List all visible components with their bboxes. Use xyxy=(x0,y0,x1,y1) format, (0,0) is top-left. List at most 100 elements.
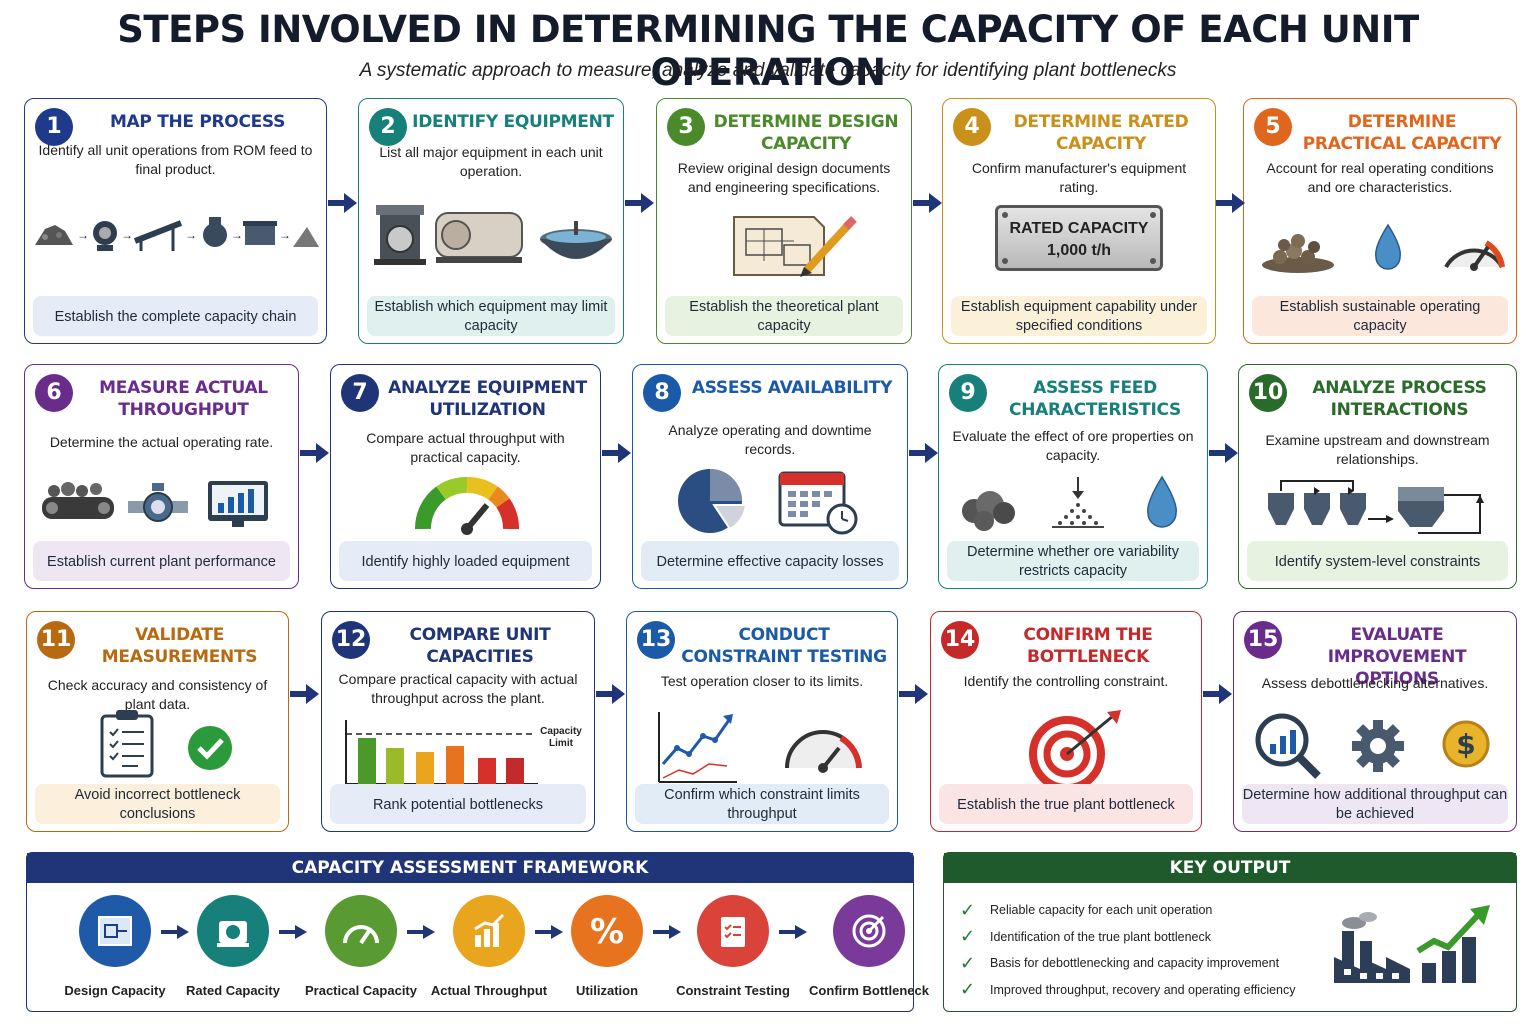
motor-icon xyxy=(197,895,269,967)
framework-item-label: Actual Throughput xyxy=(430,983,548,998)
step-number-badge: 3 xyxy=(667,108,705,146)
flow-arrow-icon xyxy=(913,193,942,213)
page-title: STEPS INVOLVED IN DETERMINING THE CAPACI… xyxy=(117,8,1419,94)
step-number-badge: 14 xyxy=(941,621,979,659)
step-number-badge: 11 xyxy=(37,621,75,659)
framework-item: Practical Capacity xyxy=(301,895,421,998)
step-description: Compare actual throughput with practical… xyxy=(366,430,565,465)
step-number-badge: 5 xyxy=(1254,108,1292,146)
key-output-item: ✓Reliable capacity for each unit operati… xyxy=(960,899,1213,920)
step-title: EVALUATE IMPROVEMENT OPTIONS xyxy=(1327,625,1467,689)
step-title: COMPARE UNIT CAPACITIES xyxy=(409,625,551,667)
key-output-title: KEY OUTPUT xyxy=(944,853,1516,883)
flow-arrow-icon xyxy=(625,193,654,213)
svg-text:$: $ xyxy=(1456,728,1475,761)
conveyor-meter-monitor-icon xyxy=(31,473,292,538)
framework-item: % Utilization xyxy=(547,895,667,998)
step-card-15: 15 EVALUATE IMPROVEMENT OPTIONS Assess d… xyxy=(1233,611,1517,832)
step-card-3: 3 DETERMINE DESIGN CAPACITY Review origi… xyxy=(656,98,912,344)
step-card-11: 11 VALIDATE MEASUREMENTS Check accuracy … xyxy=(26,611,289,832)
step-outcome: Establish equipment capability under spe… xyxy=(951,296,1207,336)
improvement-options-icon: $ xyxy=(1240,708,1510,789)
feed-properties-icon xyxy=(945,471,1201,540)
step-card-10: 10 ANALYZE PROCESS INTERACTIONS Examine … xyxy=(1238,364,1517,589)
blueprint-icon xyxy=(79,895,151,967)
process-interaction-icon xyxy=(1245,473,1510,548)
framework-item: Rated Capacity xyxy=(173,895,293,998)
key-output-item: ✓Identification of the true plant bottle… xyxy=(960,926,1211,947)
step-card-8: 8 ASSESS AVAILABILITY Analyze operating … xyxy=(632,364,908,589)
clipboard-icon xyxy=(697,895,769,967)
check-icon: ✓ xyxy=(960,979,976,1000)
svg-text:%: % xyxy=(590,912,624,951)
flow-arrow-icon xyxy=(899,684,928,704)
key-output-item: ✓Basis for debottlenecking and capacity … xyxy=(960,952,1280,973)
step-description: Compare practical capacity with actual t… xyxy=(338,671,578,706)
blueprint-pencil-icon xyxy=(663,211,905,286)
step-description: Confirm manufacturer's equipment rating. xyxy=(971,160,1187,195)
pie-calendar-icon xyxy=(639,465,901,540)
page-subtitle: A systematic approach to measure, analyz… xyxy=(359,60,1177,81)
step-card-2: 2 IDENTIFY EQUIPMENT List all major equi… xyxy=(358,98,624,344)
svg-text:→: → xyxy=(121,228,133,242)
step-description: Examine upstream and downstream relation… xyxy=(1265,432,1490,467)
plate-title: RATED CAPACITY xyxy=(1009,220,1149,237)
flow-arrow-icon xyxy=(1203,684,1232,704)
framework-item: Confirm Bottleneck xyxy=(809,895,929,998)
step-outcome: Establish the theoretical plant capacity xyxy=(665,296,903,336)
step-card-4: 4 DETERMINE RATED CAPACITY Confirm manuf… xyxy=(942,98,1216,344)
step-description: List all major equipment in each unit op… xyxy=(379,144,603,179)
step-number-badge: 13 xyxy=(637,621,675,659)
framework-item-label: Practical Capacity xyxy=(304,983,417,998)
step-title: MEASURE ACTUAL THROUGHPUT xyxy=(99,378,268,420)
step-outcome: Establish sustainable operating capacity xyxy=(1252,296,1508,336)
step-description: Identify all unit operations from ROM fe… xyxy=(38,142,313,177)
step-number-badge: 4 xyxy=(953,108,991,146)
step-number-badge: 6 xyxy=(35,374,73,412)
key-output-item: ✓Improved throughput, recovery and opera… xyxy=(960,979,1296,1000)
step-title: CONFIRM THE BOTTLENECK xyxy=(1023,625,1153,667)
gauge-icon xyxy=(325,895,397,967)
framework-item-label: Design Capacity xyxy=(64,983,166,998)
framework-item-label: Rated Capacity xyxy=(186,983,280,998)
step-outcome: Identify highly loaded equipment xyxy=(339,541,592,581)
step-card-6: 6 MEASURE ACTUAL THROUGHPUT Determine th… xyxy=(24,364,299,589)
flow-arrow-icon xyxy=(779,925,807,939)
flow-arrow-icon xyxy=(300,443,329,463)
flow-arrow-icon xyxy=(596,684,625,704)
flow-arrow-icon xyxy=(407,925,435,939)
step-outcome: Establish which equipment may limit capa… xyxy=(367,296,615,336)
step-outcome: Establish current plant performance xyxy=(33,541,290,581)
key-output-panel: KEY OUTPUT ✓Reliable capacity for each u… xyxy=(943,852,1517,1012)
step-outcome: Determine whether ore variability restri… xyxy=(947,541,1199,581)
framework-item-label: Utilization xyxy=(575,983,639,998)
svg-text:→: → xyxy=(231,228,243,242)
step-number-badge: 8 xyxy=(643,374,681,412)
step-title: DETERMINE PRACTICAL CAPACITY xyxy=(1302,112,1502,154)
percent-icon: % xyxy=(571,895,643,967)
step-outcome: Identify system-level constraints xyxy=(1247,541,1508,581)
step-description: Identify the controlling constraint. xyxy=(963,673,1169,689)
ore-water-gauge-icon xyxy=(1250,217,1510,282)
step-number-badge: 12 xyxy=(332,621,370,659)
step-card-14: 14 CONFIRM THE BOTTLENECK Identify the c… xyxy=(930,611,1202,832)
framework-item-label: Constraint Testing xyxy=(676,983,790,998)
flow-arrow-icon xyxy=(535,925,563,939)
clipboard-check-icon xyxy=(33,708,282,783)
svg-text:→: → xyxy=(185,228,197,242)
step-title: VALIDATE MEASUREMENTS xyxy=(101,625,258,667)
step-card-7: 7 ANALYZE EQUIPMENT UTILIZATION Compare … xyxy=(330,364,601,589)
check-icon: ✓ xyxy=(960,899,976,920)
step-number-badge: 2 xyxy=(369,108,407,146)
step-description: Assess debottlenecking alternatives. xyxy=(1261,675,1489,691)
step-description: Analyze operating and downtime records. xyxy=(668,422,872,457)
check-icon: ✓ xyxy=(960,926,976,947)
step-description: Determine the actual operating rate. xyxy=(49,434,274,450)
step-outcome: Rank potential bottlenecks xyxy=(330,784,586,824)
utilization-gauge-icon xyxy=(337,471,594,540)
check-icon: ✓ xyxy=(960,952,976,973)
step-description: Account for real operating conditions an… xyxy=(1266,160,1494,195)
svg-text:→: → xyxy=(279,228,291,242)
capacity-framework-panel: CAPACITY ASSESSMENT FRAMEWORK Design Cap… xyxy=(26,852,929,1012)
step-card-12: 12 COMPARE UNIT CAPACITIES Compare pract… xyxy=(321,611,595,832)
